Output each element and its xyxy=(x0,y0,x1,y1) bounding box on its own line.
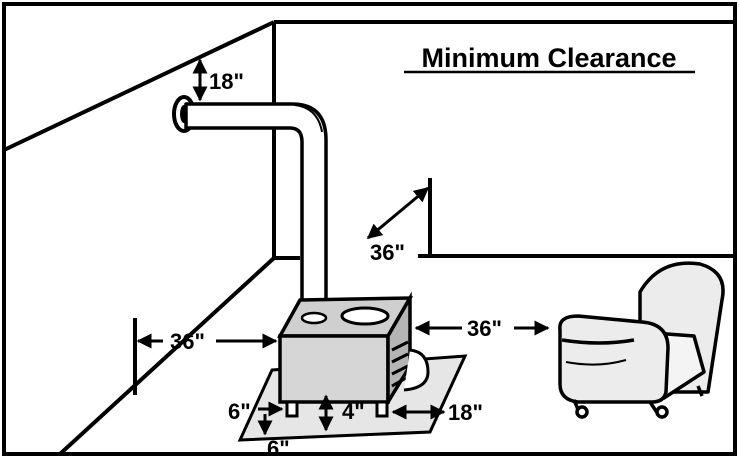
diagram-title: Minimum Clearance xyxy=(421,43,676,73)
leg-height-label: 4" xyxy=(342,399,365,424)
armchair xyxy=(558,261,725,419)
room-walls xyxy=(3,20,735,456)
rear-arrow xyxy=(366,186,430,240)
ceiling-clearance-label: 18" xyxy=(209,69,244,94)
rear-clearance-label: 36" xyxy=(370,240,405,265)
side-floor-protection-label: 6" xyxy=(228,399,251,424)
back-floor-protection-label: 6" xyxy=(267,436,290,458)
wood-stove xyxy=(277,291,430,418)
stove-pipe xyxy=(172,95,328,320)
right-clearance-label: 36" xyxy=(467,316,502,341)
left-wall-clearance-label: 36" xyxy=(170,329,205,354)
dimension-arrows xyxy=(136,58,550,436)
front-floor-protection-label: 18" xyxy=(448,400,483,425)
